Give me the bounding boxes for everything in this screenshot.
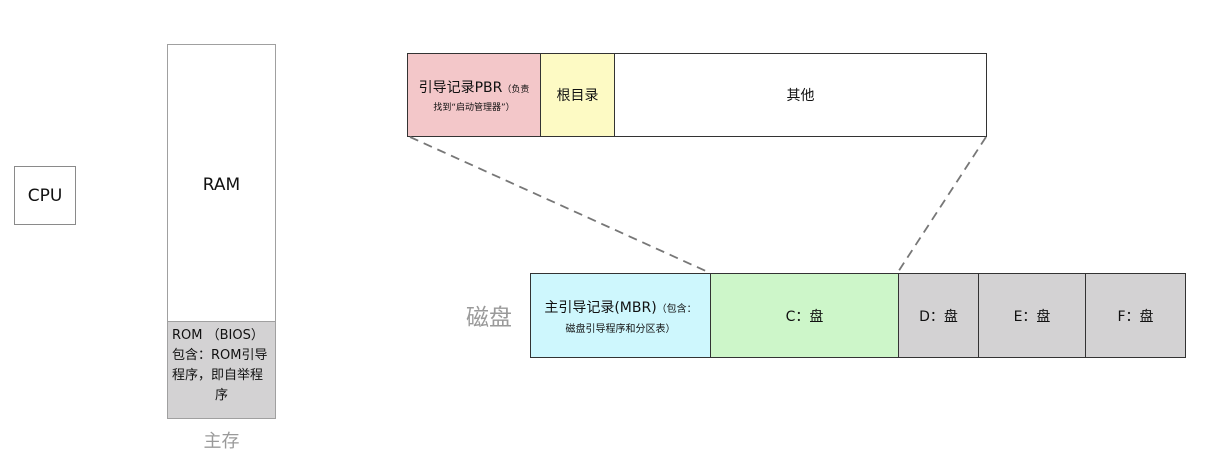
ram-label: RAM xyxy=(202,175,241,195)
pbr-note-start: （负责 xyxy=(502,85,530,95)
cpu-label: CPU xyxy=(27,185,63,206)
disk-layout: 主引导记录(MBR)（包含： 磁盘引导程序和分区表） C：盘 D：盘 E：盘 F… xyxy=(530,273,1186,358)
root-directory-label: 根目录 xyxy=(556,88,599,104)
partition-structure: 引导记录PBR（负责 找到“启动管理器”） 根目录 其他 xyxy=(407,53,987,137)
ram-block: RAM xyxy=(167,44,276,322)
drive-c-label: C：盘 xyxy=(785,308,824,325)
pbr-title: 引导记录PBR xyxy=(418,80,503,96)
drive-e-label: E：盘 xyxy=(1013,308,1051,325)
drive-f-label: F：盘 xyxy=(1117,308,1154,325)
cpu-box: CPU xyxy=(14,166,76,225)
other-area-label: 其他 xyxy=(786,88,815,104)
rom-line-4: 序 xyxy=(214,388,228,403)
connector-left xyxy=(409,136,709,273)
drive-d-cell: D：盘 xyxy=(899,274,979,357)
mbr-title: 主引导记录(MBR) xyxy=(544,299,657,316)
rom-block: ROM （BIOS） 包含：ROM引导 程序，即自举程 序 xyxy=(167,321,276,419)
rom-line-1: ROM （BIOS） xyxy=(172,328,264,343)
pbr-cell: 引导记录PBR（负责 找到“启动管理器”） xyxy=(408,54,541,136)
drive-d-label: D：盘 xyxy=(919,308,958,325)
main-memory-caption: 主存 xyxy=(203,431,240,452)
mbr-title-line: 主引导记录(MBR)（包含： xyxy=(544,297,696,317)
mbr-note-start: （包含： xyxy=(656,303,697,315)
rom-line-2: 包含：ROM引导 xyxy=(172,348,268,363)
disk-label: 磁盘 xyxy=(466,305,512,331)
other-area-cell: 其他 xyxy=(615,54,986,136)
mbr-note-end: 磁盘引导程序和分区表） xyxy=(565,323,676,335)
drive-f-cell: F：盘 xyxy=(1086,274,1185,357)
drive-c-cell: C：盘 xyxy=(711,274,899,357)
pbr-note-end: 找到“启动管理器”） xyxy=(433,103,515,113)
mbr-cell: 主引导记录(MBR)（包含： 磁盘引导程序和分区表） xyxy=(531,274,711,357)
connector-right xyxy=(897,136,987,273)
drive-e-cell: E：盘 xyxy=(979,274,1086,357)
root-directory-cell: 根目录 xyxy=(541,54,615,136)
rom-line-3: 程序，即自举程 xyxy=(172,368,264,383)
pbr-title-line: 引导记录PBR（负责 xyxy=(419,77,530,97)
